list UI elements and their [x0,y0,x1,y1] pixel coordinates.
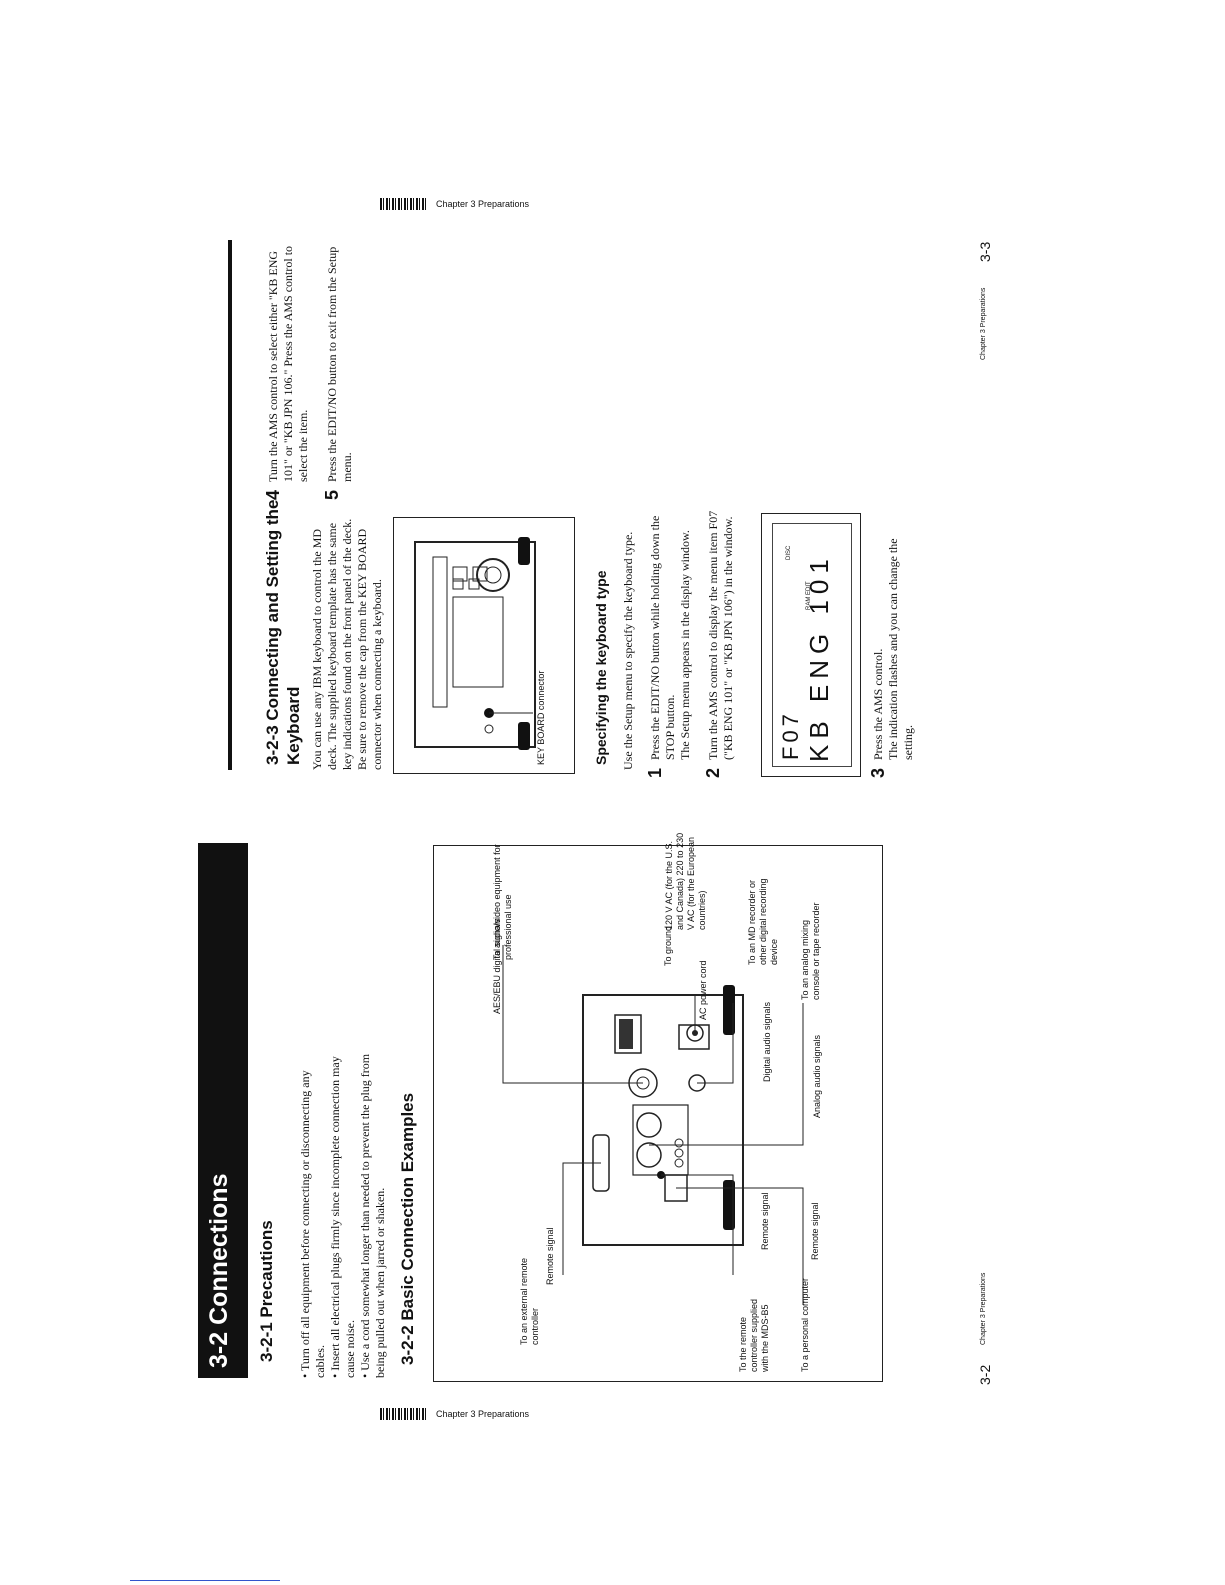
running-head-bottom: Chapter 3 Preparations [380,1408,529,1420]
small-jack [674,1148,684,1158]
remote-ctrl-line [661,1174,734,1275]
left-page-number: 3-2 [977,1364,993,1385]
lcd-disc: DISC [786,545,792,560]
label-remote-signal-1: Remote signal [545,1227,555,1285]
label-remote-signal-2: Remote signal [760,1192,770,1250]
analog-xlr-connector [636,1142,662,1168]
ams-control-center [484,566,502,584]
front-panel-figure-frame [393,517,575,774]
pc-line [676,1187,804,1305]
label-analog-target: To an analog mixing console or tape reco… [800,902,821,1000]
step-3: Press the AMS control. The indication fl… [871,538,915,760]
specifying-intro: Use the Setup menu to specify the keyboa… [621,531,635,770]
label-pc: To a personal computer [800,1277,810,1372]
running-head-top: Chapter 3 Preparations [380,198,529,210]
step-number: 2 [703,767,723,778]
step-number: 3 [868,767,888,778]
lcd-tag: RAM EDIT [806,581,812,610]
disc-slot [432,556,448,708]
step-2: Turn the AMS control to display the menu… [706,510,735,760]
barcode-mark [380,198,428,210]
connection-diagram-frame [433,845,883,1382]
aes-line [502,945,643,1084]
digital-line [697,1003,734,1084]
lcd-line1: F07 [778,710,803,760]
small-jack [674,1158,684,1168]
ext-remote-line [562,1162,601,1275]
front-button [452,578,464,590]
display-window [452,596,504,688]
label-digital: Digital audio signals [762,1001,772,1082]
label-aes-target: To audio/video equipment for professiona… [492,844,513,960]
step-number: 4 [263,489,283,500]
section-title-band [198,843,248,1378]
label-ac-voltage: 120 V AC (for the U.S. and Canada) 220 t… [664,832,707,930]
section-rule [228,240,232,770]
label-keyboard-connector: KEY BOARD connector [536,670,546,765]
label-digital-target: To an MD recorder or other digital recor… [747,878,779,965]
analog-line [649,1003,804,1146]
rear-panel-diagram [502,945,804,1305]
ac-inlet [678,1024,710,1050]
rear-panel-outline [582,994,744,1246]
deck-outline [414,541,536,748]
left-chapter-footer: Chapter 3 Preparations [980,1272,987,1345]
step-4: Turn the AMS control to select either "K… [266,245,310,482]
foot-left [723,1180,735,1230]
front-button [452,566,468,582]
basic-heading: 3-2-2 Basic Connection Examples [398,1092,417,1365]
front-panel-drawing [414,537,536,750]
ams-control-knob [476,558,510,592]
analog-xlr-connector [636,1112,662,1138]
right-page-number: 3-3 [977,241,993,262]
label-analog: Analog audio signals [812,1034,822,1118]
small-jack [674,1138,684,1148]
step-number: 1 [645,767,665,778]
label-ac-cord: AC power cord [698,960,708,1020]
deck-foot [518,537,530,565]
barcode-mark [380,1408,428,1420]
specifying-heading: Specifying the keyboard type [593,570,609,766]
bottom-underline [130,1580,280,1581]
step-5: Press the EDIT/NO button to exit from th… [325,246,354,482]
foot-right [723,985,735,1035]
step-number: 5 [322,489,342,500]
label-remote-ctrl: To the remote controller supplied with t… [738,1298,770,1372]
section-title: 3-2 Connections [205,1173,233,1368]
list-item: • Insert all electrical plugs firmly sin… [328,1056,357,1378]
list-item: • Turn off all equipment before connecti… [298,1070,327,1378]
label-remote-signal-3: Remote signal [810,1202,820,1260]
keyboard-heading-line1: 3-2-3 Connecting and Setting the [263,499,282,765]
step-1: Press the EDIT/NO button while holding d… [648,515,692,760]
label-ext-remote: To an external remote controller [519,1257,540,1345]
lcd-figure-frame [761,513,861,777]
lcd-window [772,523,852,767]
right-chapter-footer: Chapter 3 Preparations [980,287,987,360]
precautions-heading: 3-2-1 Precautions [257,1220,276,1362]
keyboard-body: You can use any IBM keyboard to control … [310,518,384,770]
phones-jack [484,724,494,734]
list-item: • Use a cord somewhat longer than needed… [358,1053,387,1378]
deck-foot [518,722,530,750]
power-switch [614,1014,642,1054]
precautions-list: • Turn off all equipment before connecti… [298,1048,388,1378]
keyboard-heading-line2: Keyboard [284,686,303,765]
switch-rocker [619,1019,633,1049]
